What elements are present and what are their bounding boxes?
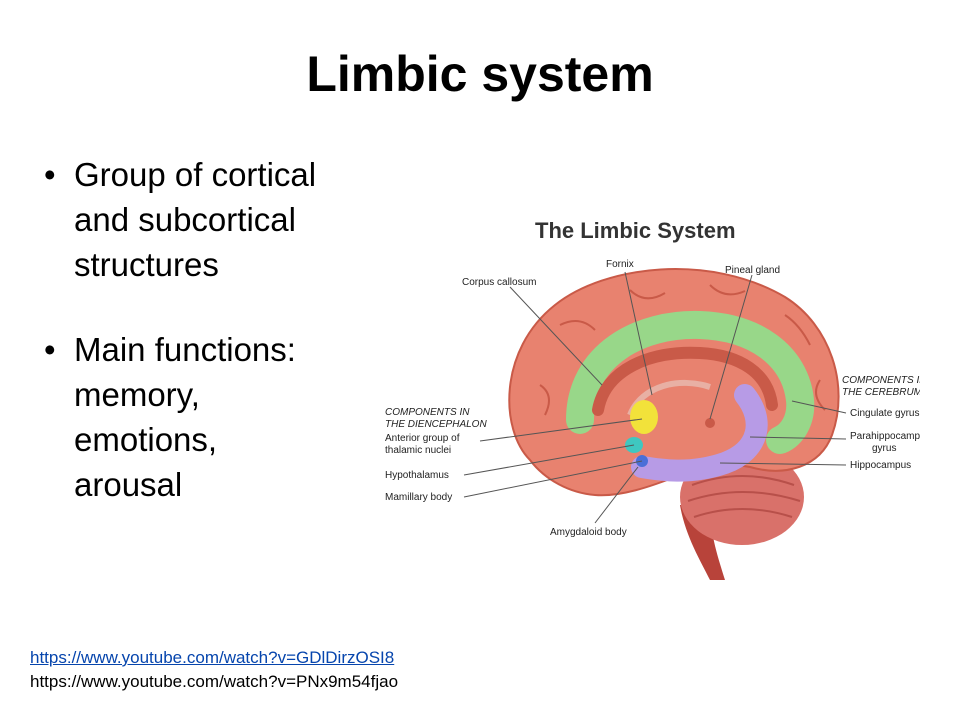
youtube-link-2: https://www.youtube.com/watch?v=PNx9m54f… [30,672,399,691]
bullet-item: Group of cortical and subcortical struct… [44,152,384,287]
cingulate-gyrus [566,310,815,454]
slide-title: Limbic system [306,46,654,102]
corpus-callosum [592,346,778,416]
label-fornix: Fornix [606,259,634,270]
youtube-link-1[interactable]: https://www.youtube.com/watch?v=GDlDirzO… [30,648,395,667]
bullet-list: Group of cortical and subcortical struct… [44,152,384,507]
label-parahippocampal-2: gyrus [872,443,896,454]
label-corpus-callosum: Corpus callosum [462,277,536,288]
label-hippocampus: Hippocampus [850,460,911,471]
label-components-diencephalon-2: THE DIENCEPHALON [385,419,487,430]
reference-links: https://www.youtube.com/watch?v=GDlDirzO… [30,646,398,694]
brain-illustration: The Limbic System Fornix Corpus callosum… [385,218,920,580]
label-parahippocampal-1: Parahippocampal [850,431,920,442]
label-anterior-group-1: Anterior group of [385,433,460,444]
bullet-item: Main functions: memory, emotions, arousa… [44,327,384,507]
label-cingulate-gyrus: Cingulate gyrus [850,408,919,419]
pineal-shape [705,418,715,428]
bullet-line: Group of cortical [74,156,317,193]
leader-lines [463,271,847,524]
label-components-cerebrum-1: COMPONENTS IN [842,375,920,386]
label-pineal-gland: Pineal gland [725,265,780,276]
label-mamillary-body: Mamillary body [385,492,452,503]
bullet-line: Main functions: [74,331,296,368]
label-anterior-group-2: thalamic nuclei [385,445,451,456]
bullet-line: arousal [74,466,183,503]
gyri-folds [539,284,826,416]
bullet-line: memory, [74,376,200,413]
thalamus [630,400,658,434]
label-components-diencephalon-1: COMPONENTS IN [385,407,470,418]
label-hypothalamus: Hypothalamus [385,470,449,481]
limbic-system-figure: The Limbic System Fornix Corpus callosum… [380,205,920,585]
figure-title: The Limbic System [535,218,736,243]
label-components-cerebrum-2: THE CEREBRUM [842,387,920,398]
bullet-line: and subcortical [74,201,296,238]
label-amygdaloid-body: Amygdaloid body [550,527,627,538]
cerebellum-folds [687,475,801,518]
bullet-line: structures [74,246,219,283]
bullet-line: emotions, [74,421,218,458]
